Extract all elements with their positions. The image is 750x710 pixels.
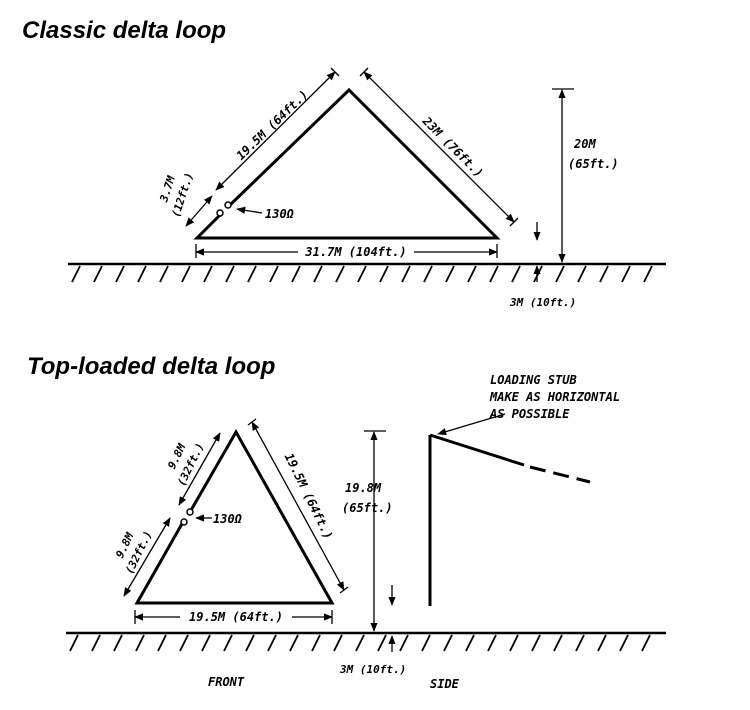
ground-hatch-mark bbox=[575, 634, 585, 652]
ground-hatch-mark bbox=[223, 634, 233, 652]
ground-hatch-mark bbox=[577, 265, 587, 283]
toploaded-base-label: 19.5M (64ft.) bbox=[189, 610, 283, 624]
ground-hatch-mark bbox=[135, 634, 145, 652]
ground-hatch-mark bbox=[401, 265, 411, 283]
toploaded-ground-hatching bbox=[69, 634, 651, 652]
ground-hatch-mark bbox=[69, 634, 79, 652]
classic-feed-terminal-a bbox=[224, 201, 232, 209]
loading-stub-note-line2: MAKE AS HORIZONTAL bbox=[489, 390, 620, 404]
classic-left-lower-dimension bbox=[185, 195, 213, 227]
loading-stub-solid bbox=[429, 433, 525, 467]
toploaded-right-tick-top bbox=[247, 418, 257, 426]
ground-hatch-mark bbox=[555, 265, 565, 283]
ground-hatch-mark bbox=[423, 265, 433, 283]
classic-ground-hatching bbox=[71, 265, 653, 283]
classic-clearance-label: 3M (10ft.) bbox=[509, 296, 576, 309]
classic-base-label: 31.7M (104ft.) bbox=[304, 245, 406, 259]
ground-hatch-mark bbox=[553, 634, 563, 652]
ground-hatch-mark bbox=[267, 634, 277, 652]
ground-hatch-mark bbox=[115, 265, 125, 283]
toploaded-title: Top-loaded delta loop bbox=[27, 353, 275, 380]
toploaded-height-ft: (65ft.) bbox=[342, 501, 393, 515]
classic-height-m: 20M bbox=[573, 137, 596, 151]
ground-hatch-mark bbox=[487, 634, 497, 652]
toploaded-left-lower-dimension bbox=[123, 517, 171, 597]
loading-stub-dashed bbox=[529, 465, 591, 484]
classic-right-dimension bbox=[363, 71, 515, 223]
ground-hatch-mark bbox=[443, 634, 453, 652]
side-view-label: SIDE bbox=[430, 677, 460, 691]
ground-hatch-mark bbox=[179, 634, 189, 652]
ground-hatch-mark bbox=[269, 265, 279, 283]
ground-hatch-mark bbox=[379, 265, 389, 283]
ground-hatch-mark bbox=[313, 265, 323, 283]
toploaded-right-dimension bbox=[251, 421, 345, 591]
ground-hatch-mark bbox=[465, 634, 475, 652]
classic-left-upper-label: 19.5M (64ft.) bbox=[234, 87, 311, 162]
ground-hatch-mark bbox=[335, 265, 345, 283]
ground-hatch-mark bbox=[333, 634, 343, 652]
ground-hatch-mark bbox=[291, 265, 301, 283]
front-view-label: FRONT bbox=[208, 675, 245, 689]
ground-hatch-mark bbox=[201, 634, 211, 652]
ground-hatch-mark bbox=[489, 265, 499, 283]
classic-feed-impedance: 130Ω bbox=[265, 207, 295, 221]
loading-stub-note-line3: AS POSSIBLE bbox=[489, 407, 570, 421]
ground-hatch-mark bbox=[181, 265, 191, 283]
ground-hatch-mark bbox=[137, 265, 147, 283]
classic-right-tick-bottom bbox=[509, 217, 519, 227]
toploaded-height-m: 19.8M bbox=[345, 481, 382, 495]
ground-hatch-mark bbox=[225, 265, 235, 283]
ground-hatch-mark bbox=[91, 634, 101, 652]
ground-hatch-mark bbox=[245, 634, 255, 652]
toploaded-feed-impedance: 130Ω bbox=[213, 512, 243, 526]
classic-base-label-bg bbox=[298, 244, 414, 258]
toploaded-right-tick-bottom bbox=[339, 586, 349, 594]
ground-hatch-mark bbox=[511, 265, 521, 283]
ground-hatch-mark bbox=[157, 634, 167, 652]
loading-stub-pointer bbox=[437, 413, 506, 436]
classic-delta-loop: Classic delta loop 130Ω 19.5M (64ft.) 3.… bbox=[22, 17, 666, 309]
ground-hatch-mark bbox=[531, 634, 541, 652]
ground-hatch-mark bbox=[377, 634, 387, 652]
ground-hatch-mark bbox=[599, 265, 609, 283]
ground-hatch-mark bbox=[421, 634, 431, 652]
ground-hatch-mark bbox=[113, 634, 123, 652]
ground-hatch-mark bbox=[509, 634, 519, 652]
toploaded-base-label-bg bbox=[180, 609, 292, 623]
ground-hatch-mark bbox=[357, 265, 367, 283]
loading-stub-note-line1: LOADING STUB bbox=[490, 373, 577, 387]
top-loaded-delta-loop: Top-loaded delta loop 130Ω 9.8M (32ft.) … bbox=[27, 353, 666, 691]
ground-hatch-mark bbox=[643, 265, 653, 283]
classic-feed-terminal-b bbox=[216, 209, 224, 217]
classic-feed-arrow bbox=[236, 206, 263, 214]
toploaded-left-upper-dimension bbox=[178, 432, 221, 506]
ground-hatch-mark bbox=[533, 265, 543, 283]
classic-left-upper-tick bbox=[330, 67, 340, 77]
classic-title: Classic delta loop bbox=[22, 17, 226, 44]
ground-hatch-mark bbox=[247, 265, 257, 283]
ground-hatch-mark bbox=[619, 634, 629, 652]
ground-hatch-mark bbox=[399, 634, 409, 652]
toploaded-clearance-label: 3M (10ft.) bbox=[339, 663, 406, 676]
classic-right-tick-top bbox=[359, 67, 369, 77]
ground-hatch-mark bbox=[159, 265, 169, 283]
toploaded-feed-terminal-b bbox=[180, 518, 188, 526]
toploaded-feed-terminal-a bbox=[186, 508, 194, 516]
ground-hatch-mark bbox=[93, 265, 103, 283]
ground-hatch-mark bbox=[641, 634, 651, 652]
ground-hatch-mark bbox=[621, 265, 631, 283]
classic-left-upper-dimension bbox=[215, 71, 336, 191]
ground-hatch-mark bbox=[597, 634, 607, 652]
ground-hatch-mark bbox=[445, 265, 455, 283]
ground-hatch-mark bbox=[71, 265, 81, 283]
ground-hatch-mark bbox=[203, 265, 213, 283]
ground-hatch-mark bbox=[467, 265, 477, 283]
ground-hatch-mark bbox=[355, 634, 365, 652]
ground-hatch-mark bbox=[289, 634, 299, 652]
ground-hatch-mark bbox=[311, 634, 321, 652]
classic-height-ft: (65ft.) bbox=[568, 157, 619, 171]
